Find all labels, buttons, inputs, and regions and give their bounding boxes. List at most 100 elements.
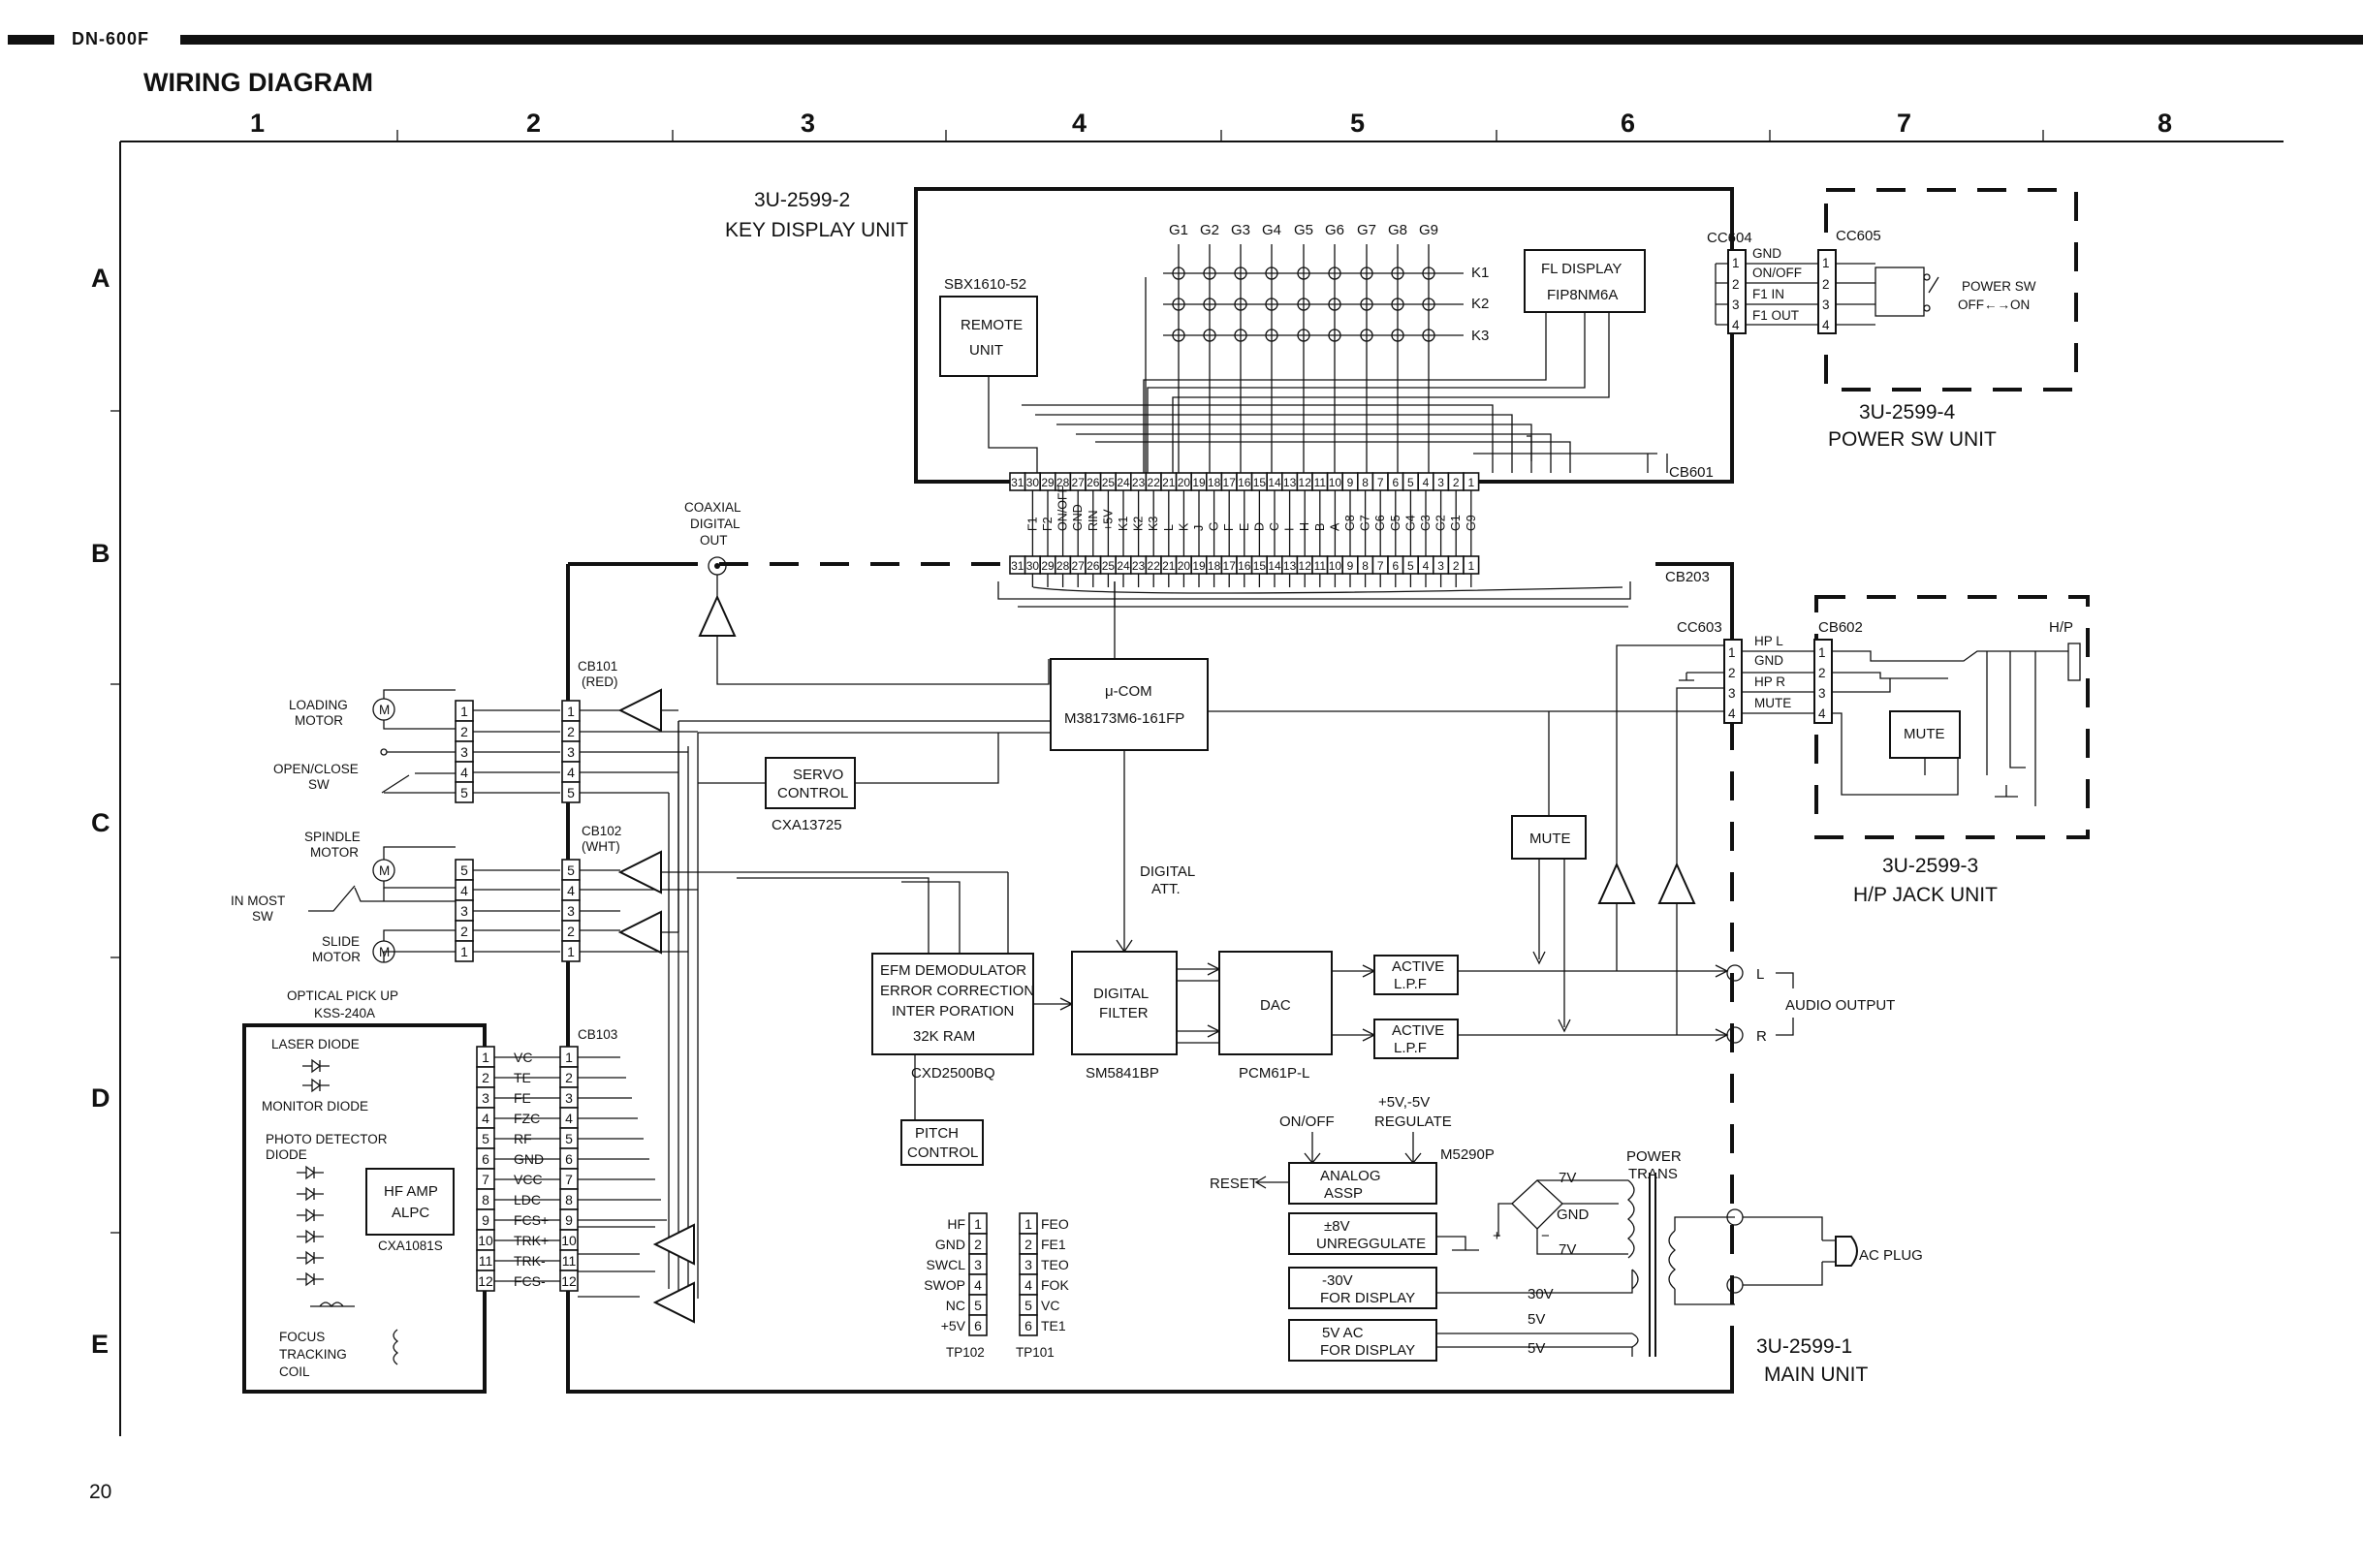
svg-text:4: 4 <box>460 765 468 780</box>
svg-text:EFM DEMODULATOR: EFM DEMODULATOR <box>880 962 1026 979</box>
svg-text:8: 8 <box>565 1192 573 1207</box>
svg-text:ASSP: ASSP <box>1324 1185 1363 1202</box>
grid-col-3: 3 <box>801 109 815 138</box>
cb203-pin-label: 30 <box>1026 559 1040 573</box>
cb601-signal: GND <box>1071 504 1085 531</box>
cb203-pin-label: 31 <box>1011 559 1024 573</box>
key-switch <box>1297 267 1310 280</box>
power-trans-label: POWER <box>1626 1148 1682 1165</box>
cb103-label: CB103 <box>578 1027 617 1042</box>
grid-label: G3 <box>1231 222 1250 238</box>
pickup-signal: FCS+ <box>514 1212 549 1228</box>
reset-label: RESET <box>1210 1176 1258 1192</box>
svg-text:M: M <box>379 703 390 717</box>
grid-row-d: D <box>91 1083 110 1113</box>
svg-text:9: 9 <box>482 1212 489 1228</box>
tp102-pin <box>968 1314 988 1336</box>
power-sw-name: POWER SW UNIT <box>1828 428 1997 451</box>
cb601-pin-label: 17 <box>1223 476 1237 489</box>
cb203-label: CB203 <box>1665 569 1710 585</box>
analog-assp: ANALOG <box>1320 1168 1381 1184</box>
svg-text:5: 5 <box>460 862 468 878</box>
svg-text:L.P.F: L.P.F <box>1394 976 1427 992</box>
key-switch <box>1328 298 1341 311</box>
cb601-pin-label: 24 <box>1117 476 1130 489</box>
cb101-label: CB101 <box>578 659 617 674</box>
svg-text:CONTROL: CONTROL <box>907 1145 978 1161</box>
key-switch <box>1203 298 1216 311</box>
lpf-r: ACTIVE <box>1392 1022 1444 1039</box>
svg-text:INTER PORATION: INTER PORATION <box>892 1003 1014 1019</box>
onoff-label: ON/OFF <box>1279 1113 1335 1130</box>
svg-text:7: 7 <box>482 1172 489 1187</box>
cb203-pin-label: 5 <box>1407 559 1414 573</box>
cb601-pin-label: 29 <box>1041 476 1055 489</box>
display-5v: 5V AC <box>1322 1325 1364 1341</box>
svg-text:4: 4 <box>567 765 575 780</box>
v30-label: 30V <box>1528 1286 1554 1302</box>
cb203-pin-label: 15 <box>1253 559 1267 573</box>
svg-text:2: 2 <box>460 924 468 939</box>
tp101-signal: FOK <box>1041 1277 1069 1293</box>
svg-text:M38173M6-161FP: M38173M6-161FP <box>1064 710 1184 727</box>
cb203-pin-label: 27 <box>1072 559 1086 573</box>
cb601-pin-label: 2 <box>1453 476 1460 489</box>
grid-label: G4 <box>1262 222 1281 238</box>
cb601-pin-label: 9 <box>1347 476 1354 489</box>
cb601-pin-label: 21 <box>1162 476 1176 489</box>
cb601-signal: G4 <box>1403 515 1417 531</box>
lpf-l: ACTIVE <box>1392 958 1444 975</box>
cb601-pin-label: 28 <box>1056 476 1070 489</box>
svg-text:M: M <box>379 863 390 878</box>
svg-text:4: 4 <box>565 1111 573 1126</box>
grid-label: G2 <box>1200 222 1219 238</box>
svg-text:2: 2 <box>974 1237 982 1252</box>
m5290p-label: M5290P <box>1440 1146 1495 1163</box>
cb601-pin-label: 10 <box>1329 476 1342 489</box>
cb601-pin-label: 23 <box>1132 476 1146 489</box>
svg-text:F1 IN: F1 IN <box>1752 287 1784 301</box>
svg-text:1: 1 <box>482 1050 489 1065</box>
svg-text:MOTOR: MOTOR <box>295 713 343 728</box>
svg-text:L.P.F: L.P.F <box>1394 1040 1427 1056</box>
svg-text:HP L: HP L <box>1754 634 1783 648</box>
svg-text:FOR DISPLAY: FOR DISPLAY <box>1320 1290 1415 1306</box>
cb203-pin-label: 22 <box>1148 559 1161 573</box>
cb601-pin-label: 12 <box>1299 476 1312 489</box>
cb601-signal: G8 <box>1343 515 1357 531</box>
cb203-pin-label: 17 <box>1223 559 1237 573</box>
grid-col-1: 1 <box>250 109 265 138</box>
svg-text:5: 5 <box>482 1131 489 1146</box>
tp101-signal: TEO <box>1041 1257 1069 1272</box>
ac-plug-label: AC PLUG <box>1859 1247 1923 1264</box>
svg-text:(RED): (RED) <box>582 674 618 689</box>
cb203-pin-label: 9 <box>1347 559 1354 573</box>
model-label: DN-600F <box>66 29 156 49</box>
svg-text:2: 2 <box>1822 277 1830 292</box>
grid-label: G7 <box>1357 222 1376 238</box>
pickup-signal: FZC <box>514 1111 540 1126</box>
cb601-signal: B <box>1313 523 1327 531</box>
svg-text:12: 12 <box>478 1273 493 1289</box>
svg-text:11: 11 <box>562 1253 577 1269</box>
diode-symbols <box>297 1058 330 1287</box>
svg-text:2: 2 <box>482 1070 489 1085</box>
svg-text:3: 3 <box>567 744 575 760</box>
svg-text:F1 OUT: F1 OUT <box>1752 308 1799 323</box>
cb601-pin-label: 15 <box>1253 476 1267 489</box>
tp102-signal: HF <box>947 1216 965 1232</box>
svg-text:TRACKING: TRACKING <box>279 1347 347 1362</box>
key-k1: K1 <box>1471 265 1489 281</box>
svg-text:3: 3 <box>460 903 468 919</box>
key-switch <box>1297 329 1310 342</box>
grid-col-6: 6 <box>1621 109 1635 138</box>
cb601-signal: G <box>1208 521 1221 531</box>
svg-text:μ-COM: μ-COM <box>1105 683 1152 700</box>
svg-text:1: 1 <box>567 944 575 959</box>
cb203-pin <box>1463 555 1480 575</box>
svg-text:6: 6 <box>482 1151 489 1167</box>
main-unit-frame: CB203 3U-2599-1 MAIN UNIT <box>566 562 1869 1394</box>
cb601-pin-label: 4 <box>1423 476 1430 489</box>
